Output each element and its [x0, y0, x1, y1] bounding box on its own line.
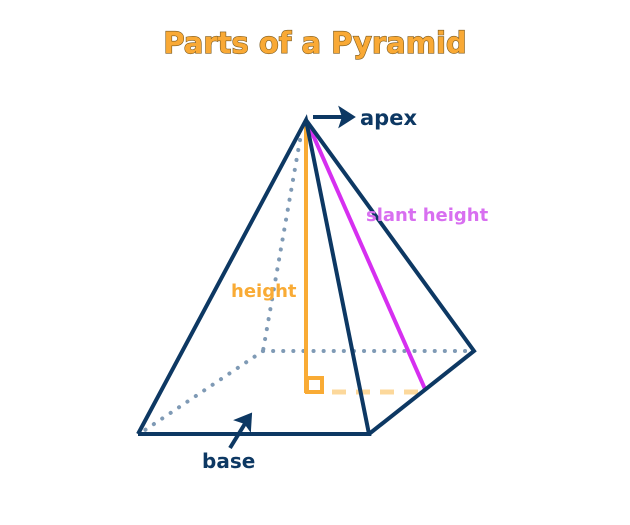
diagram-title: Parts of a Pyramid — [163, 25, 468, 60]
base-label: base — [202, 449, 255, 473]
slant-height-line — [307, 125, 427, 390]
front-face-outline — [136, 114, 372, 436]
apex-label: apex — [360, 106, 417, 130]
right-face-outline — [304, 118, 477, 436]
slant-height-label: slant height — [366, 205, 489, 226]
height-label: height — [231, 281, 297, 302]
visible-edges — [136, 114, 477, 436]
apex-arrow-icon — [313, 105, 356, 129]
hidden-edge-apex-back-left — [261, 138, 302, 353]
base-arrow-icon — [228, 412, 253, 450]
right-angle-marker — [305, 376, 324, 394]
hidden-edges — [143, 138, 472, 432]
hidden-edge-base-left — [143, 349, 265, 432]
